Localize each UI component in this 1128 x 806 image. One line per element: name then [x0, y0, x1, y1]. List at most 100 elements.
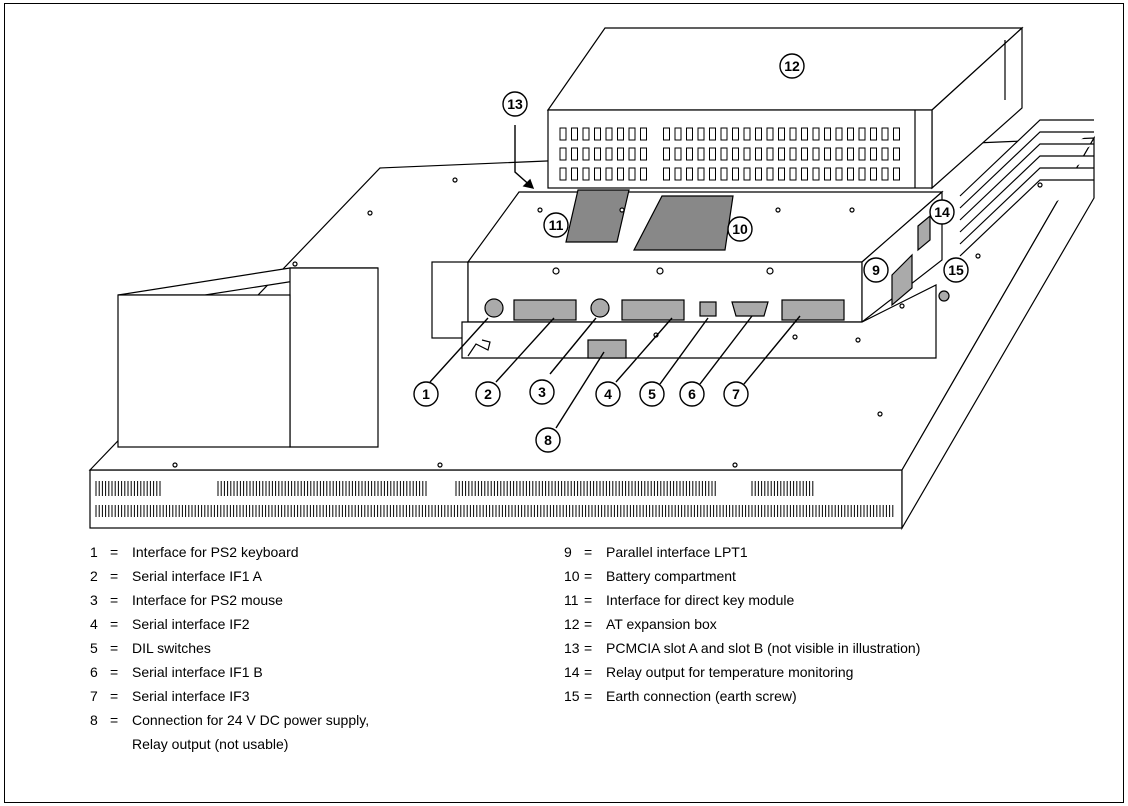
callout-number: 7 [732, 386, 740, 402]
legend-text: PCMCIA slot A and slot B (not visible in… [606, 640, 921, 656]
legend-text: Connection for 24 V DC power supply, [132, 712, 370, 728]
callout-circle [639, 381, 665, 407]
legend-equals: = [110, 616, 119, 632]
legend-number: 4 [90, 616, 98, 632]
legend-number: 10 [564, 568, 580, 584]
callout-number: 10 [732, 221, 748, 237]
legend-equals: = [584, 568, 593, 584]
battery-compartment [633, 195, 734, 251]
callout-number: 13 [507, 96, 523, 112]
legend-equals: = [110, 640, 119, 656]
callout-10: 10 [727, 216, 753, 242]
legend-item: 10= Battery compartment [564, 564, 920, 588]
callout-circle [413, 381, 439, 407]
legend-number: 2 [90, 568, 98, 584]
expansion-box-vents [559, 127, 900, 181]
callout-number: 4 [604, 386, 612, 402]
callout-number: 8 [544, 432, 552, 448]
callout-circle [723, 381, 749, 407]
callout-14: 14 [929, 199, 955, 225]
legend-number: 3 [90, 592, 98, 608]
callout-number: 1 [422, 386, 430, 402]
legend-equals: = [584, 544, 593, 560]
legend-equals: = [110, 568, 119, 584]
legend-number: 14 [564, 664, 580, 680]
legend-text: DIL switches [132, 640, 211, 656]
callout-circle [502, 91, 528, 117]
legend-item: 5=DIL switches [90, 636, 369, 660]
legend-text-continued: Relay output (not usable) [132, 736, 289, 752]
callout-12: 12 [779, 53, 805, 79]
callout-circle [529, 379, 555, 405]
callout-circle [727, 216, 753, 242]
direct-key-module-slot [565, 189, 630, 243]
legend-equals: = [110, 544, 119, 560]
callout-circle [475, 381, 501, 407]
legend-item: 9 = Parallel interface LPT1 [564, 540, 920, 564]
legend-number: 13 [564, 640, 580, 656]
left-module-side [289, 267, 379, 448]
legend-text: Serial interface IF1 A [132, 568, 262, 584]
callout-3: 3 [529, 379, 555, 405]
dil-switches [699, 301, 717, 317]
legend-text: Serial interface IF1 B [132, 664, 263, 680]
legend-equals: = [110, 664, 119, 680]
callout-circle [929, 199, 955, 225]
legend-number: 11 [564, 592, 579, 608]
legend-equals: = [584, 616, 593, 632]
figure-frame [4, 3, 1124, 803]
legend-text: Relay output for temperature monitoring [606, 664, 854, 680]
legend-text: Battery compartment [606, 568, 736, 584]
callout-1: 1 [413, 381, 439, 407]
legend-equals: = [110, 712, 119, 728]
callout-circle [543, 212, 569, 238]
legend-text: Interface for PS2 mouse [132, 592, 283, 608]
callout-15: 15 [943, 257, 969, 283]
legend-number: 1 [90, 544, 98, 560]
legend-text: Parallel interface LPT1 [606, 544, 748, 560]
callout-5: 5 [639, 381, 665, 407]
base-right-side [901, 135, 1095, 531]
legend-item: 3=Interface for PS2 mouse [90, 588, 369, 612]
ps2-mouse-port [590, 298, 610, 318]
callout-circle [595, 381, 621, 407]
legend-item: 15=Earth connection (earth screw) [564, 684, 920, 708]
callout-circle [535, 427, 561, 453]
legend-item: 8=Connection for 24 V DC power supply, [90, 708, 369, 732]
legend-number: 9 [564, 544, 572, 560]
callout-number: 5 [648, 386, 656, 402]
callout-number: 2 [484, 386, 492, 402]
serial-if2-port [621, 299, 685, 321]
callout-number: 9 [872, 262, 880, 278]
callout-circle [863, 257, 889, 283]
legend-equals: = [584, 664, 593, 680]
left-module-front [117, 294, 291, 448]
legend-text: Interface for direct key module [606, 592, 795, 608]
callout-number: 12 [784, 58, 800, 74]
callout-number: 14 [934, 204, 950, 220]
serial-if1b-port [731, 301, 769, 317]
callout-circle [779, 53, 805, 79]
callout-7: 7 [723, 381, 749, 407]
legend-item: 7=Serial interface IF3 [90, 684, 369, 708]
legend-item: 12=AT expansion box [564, 612, 920, 636]
callout-number: 3 [538, 384, 546, 400]
legend-text: Earth connection (earth screw) [606, 688, 797, 704]
legend-item: 6 = Serial interface IF1 B [90, 660, 369, 684]
legend-number: 12 [564, 616, 580, 632]
legend-item: 1=Interface for PS2 keyboard [90, 540, 369, 564]
base-front-panel [89, 469, 903, 529]
legend-text: Serial interface IF2 [132, 616, 250, 632]
callout-9: 9 [863, 257, 889, 283]
callout-circle [943, 257, 969, 283]
legend-item: 14= Relay output for temperature monitori… [564, 660, 920, 684]
callout-11: 11 [543, 212, 569, 238]
legend-number: 6 [90, 664, 98, 680]
legend-item: 11=Interface for direct key module [564, 588, 920, 612]
legend-number: 15 [564, 688, 580, 704]
callout-6: 6 [679, 381, 705, 407]
